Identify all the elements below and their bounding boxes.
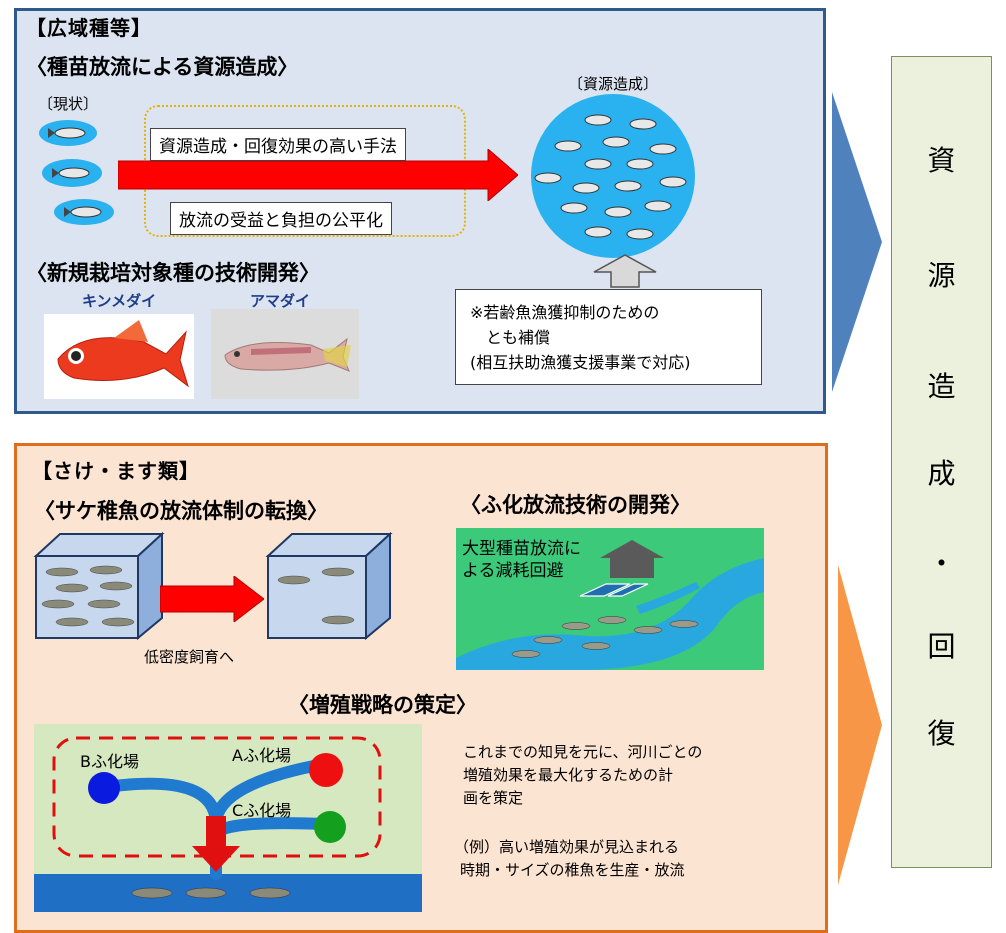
wide-area-category-heading: 【広域種等】 bbox=[26, 16, 152, 40]
conversion-arrow bbox=[160, 576, 264, 622]
up-arrow-icon bbox=[593, 254, 657, 288]
strategy-line: これまでの知見を元に、河川ごとの bbox=[463, 743, 703, 761]
hatchery-network-map bbox=[34, 724, 422, 912]
strategy-section-title: 〈増殖戦略の策定〉 bbox=[288, 693, 477, 717]
pufferfish-icon bbox=[629, 118, 657, 130]
hatchery-tech-section-title: 〈ふ化放流技術の開発〉 bbox=[460, 493, 691, 517]
resource-pool-circle bbox=[531, 94, 695, 258]
seed-release-section-title: 〈種苗放流による資源造成〉 bbox=[26, 55, 299, 79]
low-density-label: 低密度飼育へ bbox=[144, 648, 235, 666]
resource-creation-arrow bbox=[118, 149, 518, 201]
species-label-kinmedai: キンメダイ bbox=[82, 292, 157, 310]
current-status-label: 〔現状〕 bbox=[38, 95, 99, 113]
hatchery-b-label: Bふ化場 bbox=[80, 752, 139, 771]
river-caption-line: よる減耗回避 bbox=[462, 561, 564, 581]
blue-chevron-arrow bbox=[832, 92, 882, 392]
release-system-section-title: 〈サケ稚魚の放流体制の転換〉 bbox=[34, 499, 328, 523]
hatchery-b-marker bbox=[88, 772, 120, 804]
resource-result-label: 〔資源造成〕 bbox=[568, 75, 659, 93]
pufferfish-icon bbox=[42, 159, 102, 187]
pufferfish-icon bbox=[614, 180, 642, 192]
hatchery-a-label: Aふ化場 bbox=[232, 746, 291, 765]
strategy-description: これまでの知見を元に、河川ごとの 増殖効果を最大化するための計 画を策定 bbox=[463, 741, 702, 810]
note-line: (相互扶助漁獲支援事業で対応) bbox=[470, 353, 691, 372]
pufferfish-icon bbox=[584, 114, 612, 126]
pufferfish-icon bbox=[54, 199, 114, 225]
example-line: （例）高い増殖効果が見込まれる bbox=[454, 838, 680, 856]
pufferfish-icon bbox=[602, 136, 630, 148]
note-line: ※若齢魚漁獲抑制のための bbox=[470, 303, 660, 322]
example-line: 時期・サイズの稚魚を生産・放流 bbox=[460, 861, 685, 879]
pufferfish-icon bbox=[572, 182, 600, 194]
pufferfish-icon bbox=[649, 143, 677, 155]
salmon-category-heading: 【さけ・ます類】 bbox=[32, 459, 200, 483]
hatchery-a-marker bbox=[309, 753, 343, 787]
method-label: 資源造成・回復効果の高い手法 bbox=[150, 128, 406, 161]
current-pufferfish-group bbox=[39, 120, 114, 225]
pufferfish-icon bbox=[626, 158, 654, 170]
vertical-char: 回 bbox=[927, 630, 956, 663]
orange-chevron-arrow bbox=[838, 565, 882, 885]
new-species-section-title: 〈新規栽培対象種の技術開発〉 bbox=[26, 261, 320, 285]
compensation-note-box: ※若齢魚漁獲抑制のための とも補償 (相互扶助漁獲支援事業で対応) bbox=[455, 289, 762, 385]
benefit-burden-label: 放流の受益と負担の公平化 bbox=[170, 202, 392, 235]
pufferfish-icon bbox=[659, 176, 687, 188]
species-label-amadai: アマダイ bbox=[250, 292, 311, 310]
vertical-char: 成 bbox=[927, 457, 956, 490]
vertical-char: 源 bbox=[927, 259, 956, 292]
amadai-image bbox=[211, 309, 359, 399]
kinmedai-image bbox=[44, 314, 194, 399]
pufferfish-icon bbox=[534, 172, 562, 184]
hatchery-c-marker bbox=[314, 811, 346, 843]
pufferfish-icon bbox=[644, 200, 672, 212]
vertical-char: ・ bbox=[927, 547, 956, 580]
pufferfish-icon bbox=[584, 226, 612, 238]
low-density-tank bbox=[265, 531, 393, 640]
vertical-char: 造 bbox=[927, 370, 956, 403]
river-caption: 大型種苗放流に よる減耗回避 bbox=[462, 538, 581, 582]
vertical-char: 復 bbox=[927, 717, 956, 750]
river-caption-line: 大型種苗放流に bbox=[462, 539, 581, 559]
pufferfish-icon bbox=[626, 228, 654, 240]
resource-recovery-panel: 資 源 造 成 ・ 回 復 bbox=[891, 56, 992, 868]
pufferfish-icon bbox=[39, 120, 97, 146]
hatchery-c-label: Cふ化場 bbox=[232, 801, 292, 820]
strategy-example: （例）高い増殖効果が見込まれる 時期・サイズの稚魚を生産・放流 bbox=[454, 836, 685, 882]
strategy-line: 画を策定 bbox=[463, 789, 524, 807]
river-release-map bbox=[456, 528, 764, 670]
high-density-tank bbox=[33, 531, 165, 640]
vertical-char: 資 bbox=[927, 144, 956, 177]
note-line: とも補償 bbox=[470, 328, 551, 347]
pufferfish-icon bbox=[604, 206, 632, 218]
strategy-line: 増殖効果を最大化するための計 bbox=[463, 766, 674, 784]
pufferfish-icon bbox=[560, 202, 588, 214]
pufferfish-icon bbox=[584, 158, 612, 170]
pufferfish-icon bbox=[554, 140, 582, 152]
